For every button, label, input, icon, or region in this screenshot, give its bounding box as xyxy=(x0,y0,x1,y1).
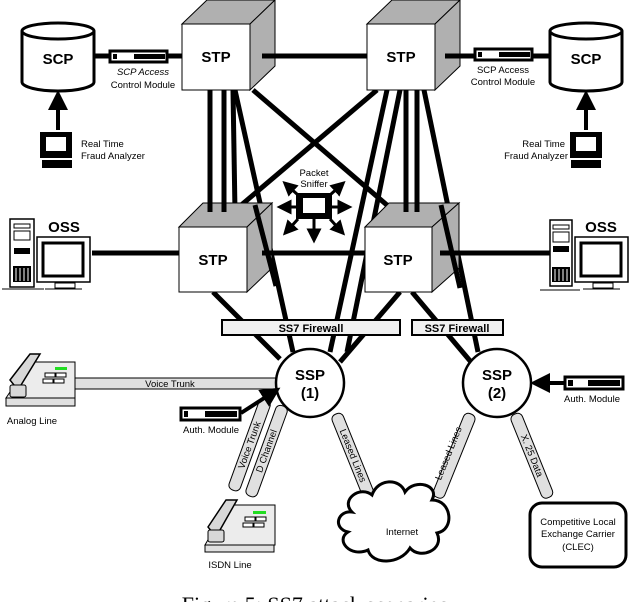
auth-module-right[interactable]: Auth. Module xyxy=(530,373,625,405)
ss7-firewall-right[interactable]: SS7 Firewall xyxy=(411,319,504,336)
fraud-analyzer-label: Fraud Analyzer xyxy=(81,151,145,162)
clec-label: Competitive Local xyxy=(540,517,616,528)
phone-label: Analog Line xyxy=(7,416,57,427)
stp-top-left[interactable]: STP xyxy=(180,0,276,92)
leased-lines-2-pipe[interactable]: Leased Lines xyxy=(427,410,476,500)
ssp-number: (2) xyxy=(488,385,506,402)
oss-right[interactable]: OSS xyxy=(540,219,629,291)
phone-label: ISDN Line xyxy=(208,560,251,571)
scp-label: SCP xyxy=(571,51,602,68)
internet-label: Internet xyxy=(386,527,419,538)
isdn-phone[interactable]: ISDN Line xyxy=(204,499,276,571)
server-tower-icon xyxy=(540,219,580,291)
link-stp-cross xyxy=(251,88,397,214)
auth-module-label: Auth. Module xyxy=(183,425,239,436)
fraud-analyzer-label: Real Time xyxy=(522,139,565,150)
firewall-label: SS7 Firewall xyxy=(425,323,490,335)
link-overlays xyxy=(207,53,463,289)
scp-access-control-module-right[interactable]: SCP Access Control Module xyxy=(471,47,535,88)
stp-label: STP xyxy=(386,49,415,66)
monitor-icon xyxy=(36,236,91,290)
module-label: Control Module xyxy=(111,80,175,91)
monitor-icon xyxy=(296,193,332,219)
broadcast-arrows-icon xyxy=(276,180,353,244)
pipe-label: Voice Trunk xyxy=(145,379,195,390)
clec-label: Exchange Carrier xyxy=(541,529,615,540)
scp-left[interactable]: SCP xyxy=(20,21,96,93)
clec-box[interactable]: Competitive Local Exchange Carrier (CLEC… xyxy=(528,501,628,569)
stp-label: STP xyxy=(201,49,230,66)
scp-access-control-module-left[interactable]: SCP Access Control Module xyxy=(108,49,175,91)
ssp-2[interactable]: SSP (2) xyxy=(461,347,533,419)
server-tower-icon xyxy=(2,218,44,290)
scp-right[interactable]: SCP xyxy=(548,21,624,93)
ssp-label: SSP xyxy=(482,367,512,384)
ss7-firewall-left[interactable]: SS7 Firewall xyxy=(221,319,401,336)
firewall-label: SS7 Firewall xyxy=(279,323,344,335)
stp-bottom-left[interactable]: STP xyxy=(177,201,274,294)
monitor-icon xyxy=(574,236,629,290)
monitor-icon xyxy=(40,132,72,168)
oss-left[interactable]: OSS xyxy=(2,218,91,290)
telephone-icon xyxy=(5,353,76,407)
stp-bottom-right[interactable]: STP xyxy=(363,201,461,294)
oss-label: OSS xyxy=(48,219,80,236)
x25-data-pipe[interactable]: X. 25 Data xyxy=(509,412,554,500)
module-label: SCP Access xyxy=(117,67,169,78)
figure-caption: Figure 5: SS7 attack scenarios xyxy=(182,592,448,602)
pipe-label: Leased Lines xyxy=(337,428,368,485)
link-stp-vertical xyxy=(230,89,238,213)
pipe-label: X. 25 Data xyxy=(518,433,545,479)
monitor-icon xyxy=(570,132,602,168)
sniffer-label: Sniffer xyxy=(300,179,327,190)
internet-cloud[interactable]: Internet xyxy=(337,480,451,563)
stp-label: STP xyxy=(198,252,227,269)
oss-label: OSS xyxy=(585,219,617,236)
stp-label: STP xyxy=(383,252,412,269)
leased-lines-1-pipe[interactable]: Leased Lines xyxy=(330,412,375,500)
fraud-analyzer-label: Fraud Analyzer xyxy=(504,151,568,162)
ssp-label: SSP xyxy=(295,367,325,384)
ssp-number: (1) xyxy=(301,385,319,402)
clec-label: (CLEC) xyxy=(562,542,594,553)
analog-phone[interactable]: Analog Line xyxy=(5,353,76,427)
scp-label: SCP xyxy=(43,51,74,68)
link-stp-ssp xyxy=(327,89,390,353)
cloud-icon xyxy=(337,480,451,563)
auth-module-left[interactable]: Auth. Module xyxy=(179,387,281,436)
telephone-icon xyxy=(204,499,276,553)
packet-sniffer[interactable]: Packet Sniffer xyxy=(276,168,353,244)
module-label: SCP Access xyxy=(477,65,529,76)
stp-top-right[interactable]: STP xyxy=(365,0,461,92)
auth-module-label: Auth. Module xyxy=(564,394,620,405)
fraud-analyzer-left[interactable]: Real Time Fraud Analyzer xyxy=(40,90,145,168)
ssp-1[interactable]: SSP (1) xyxy=(274,347,346,419)
sniffer-label: Packet xyxy=(299,168,328,179)
module-label: Control Module xyxy=(471,77,535,88)
voice-trunk-analog-pipe[interactable]: Voice Trunk xyxy=(72,377,278,390)
fraud-analyzer-right[interactable]: Real Time Fraud Analyzer xyxy=(504,90,602,168)
fraud-analyzer-label: Real Time xyxy=(81,139,124,150)
